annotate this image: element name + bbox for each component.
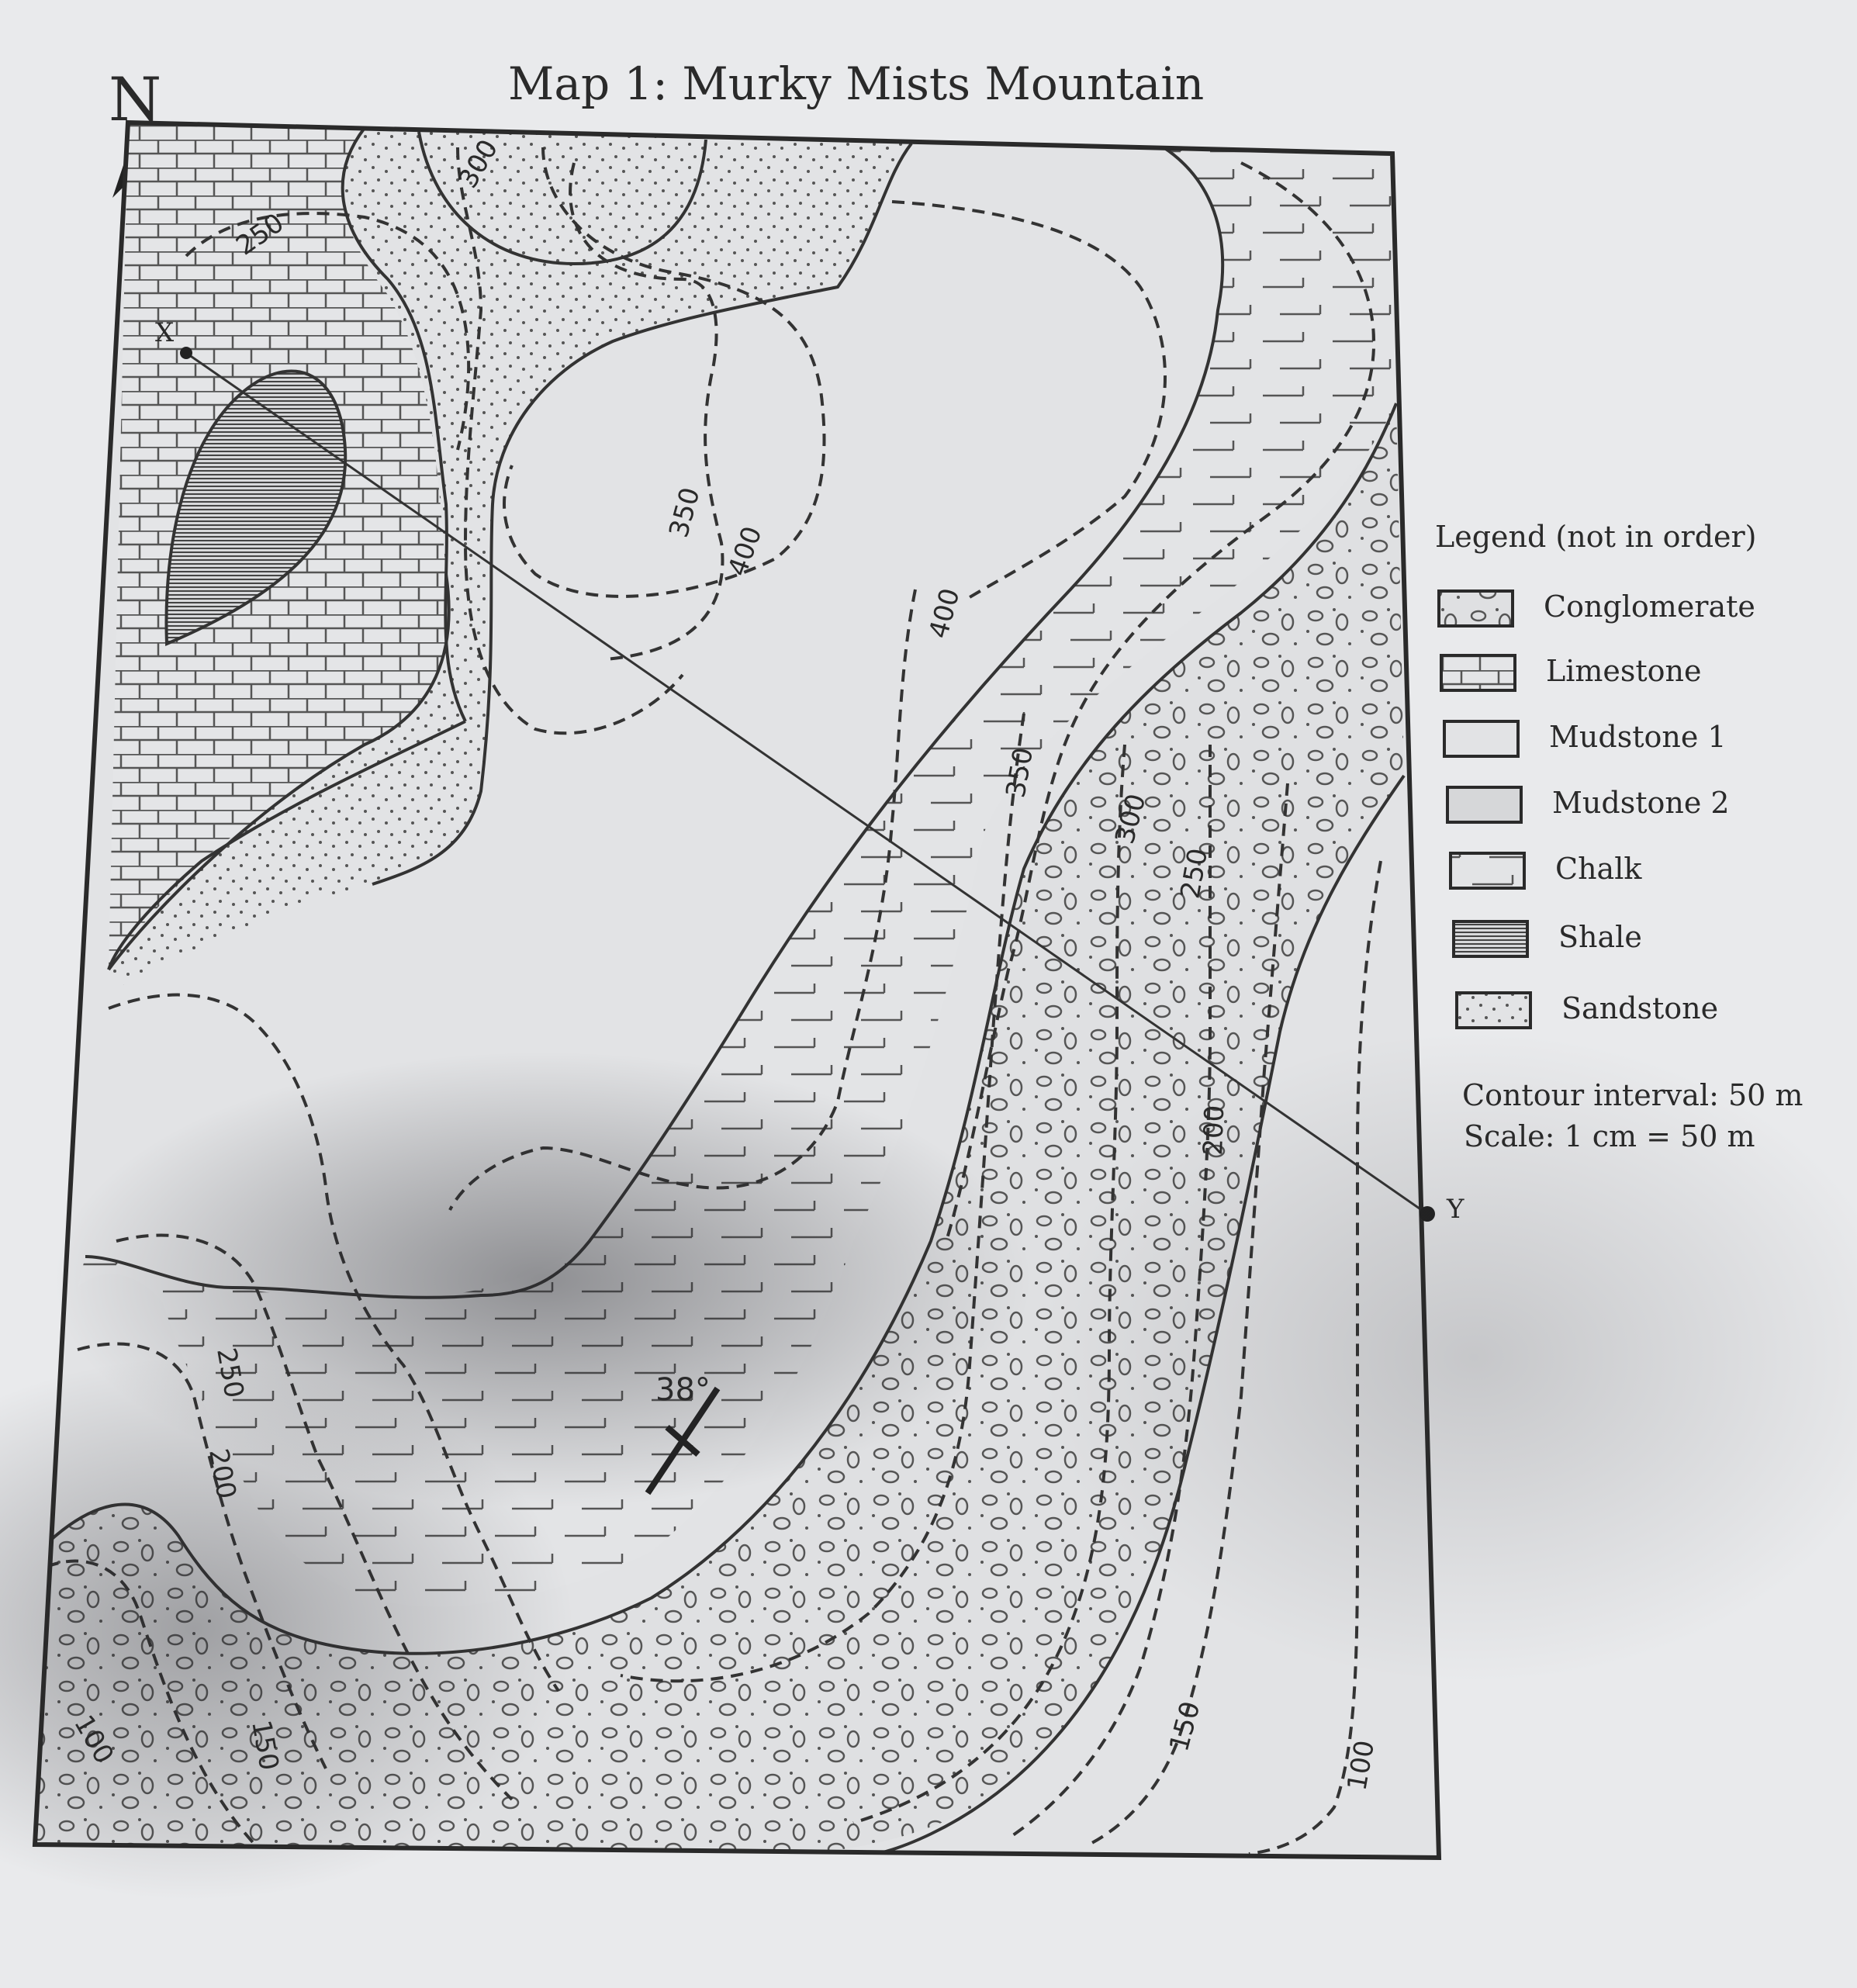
section-label-y: Y <box>1446 1194 1465 1225</box>
legend-item-shale: Shale <box>1452 920 1642 958</box>
contour-line <box>185 212 471 451</box>
legend-swatch-mudstone-2 <box>1446 786 1523 824</box>
contour-line <box>945 161 1376 1242</box>
legend-swatch-chalk <box>1449 852 1526 890</box>
map-title: Map 1: Murky Mists Mountain <box>508 57 1204 110</box>
legend-item-mudstone-1: Mudstone 1 <box>1443 720 1727 758</box>
legend-item-chalk: Chalk <box>1449 852 1642 890</box>
boundary-line <box>107 720 466 970</box>
unit-chalk <box>78 147 1396 1607</box>
legend-label: Limestone <box>1546 654 1702 688</box>
contour-line <box>620 713 1025 1683</box>
legend-item-mudstone-2: Mudstone 2 <box>1446 786 1730 824</box>
contour-line <box>1248 860 1382 1855</box>
legend-item-conglomerate: Conglomerate <box>1437 589 1755 628</box>
contour-line <box>108 993 560 1692</box>
contour-line <box>503 147 826 598</box>
contour-line <box>852 744 1126 1824</box>
boundary-line <box>372 142 913 886</box>
boundary-line <box>417 131 707 266</box>
unit-sandstone <box>109 128 911 985</box>
scale-text: Scale: 1 cm = 50 m <box>1464 1119 1755 1153</box>
legend-label: Mudstone 2 <box>1552 786 1730 820</box>
unit-shale-lens <box>164 369 348 646</box>
section-point-y <box>1420 1206 1435 1222</box>
map-frame <box>32 119 1442 1861</box>
contour-line <box>448 589 917 1211</box>
legend-title: Legend (not in order) <box>1435 520 1757 554</box>
geologic-map <box>35 123 1439 1858</box>
boundary-line <box>852 774 1406 1858</box>
contour-line <box>456 147 684 735</box>
boundary-line <box>85 146 1225 1299</box>
contour-line <box>1007 745 1212 1840</box>
unit-conglomerate <box>35 403 1404 1858</box>
boundary-line <box>341 126 467 722</box>
legend-swatch-limestone <box>1440 654 1516 692</box>
legend-label: Chalk <box>1555 852 1642 886</box>
section-line-x-y <box>185 351 1428 1215</box>
contour-line <box>46 1559 265 1855</box>
strike-dip-symbol <box>645 1386 721 1495</box>
boundary-line <box>107 573 451 971</box>
contour-line <box>891 200 1167 599</box>
section-point-x <box>180 347 192 359</box>
legend-swatch-conglomerate <box>1437 589 1514 628</box>
contour-line <box>77 1342 327 1769</box>
legend-item-sandstone: Sandstone <box>1455 991 1718 1029</box>
legend-swatch-shale <box>1452 920 1529 958</box>
contour-interval: Contour interval: 50 m <box>1462 1078 1803 1112</box>
legend-label: Conglomerate <box>1544 589 1755 624</box>
contour-label: 200 <box>1198 1105 1230 1156</box>
legend-label: Shale <box>1558 920 1642 954</box>
legend-swatch-mudstone-1 <box>1443 720 1520 758</box>
legend-label: Sandstone <box>1561 991 1718 1025</box>
legend-swatch-sandstone <box>1455 991 1532 1029</box>
dip-label: 38° <box>655 1372 711 1408</box>
boundary-line <box>37 403 1398 1655</box>
legend-item-limestone: Limestone <box>1440 654 1702 692</box>
contour-line <box>1085 783 1289 1848</box>
contour-line <box>569 162 724 661</box>
legend-label: Mudstone 1 <box>1549 720 1727 754</box>
legend: Legend (not in order) Conglomerate Limes… <box>1435 520 1757 1029</box>
section-label-x: X <box>155 317 175 348</box>
contour-line <box>116 1233 514 1801</box>
